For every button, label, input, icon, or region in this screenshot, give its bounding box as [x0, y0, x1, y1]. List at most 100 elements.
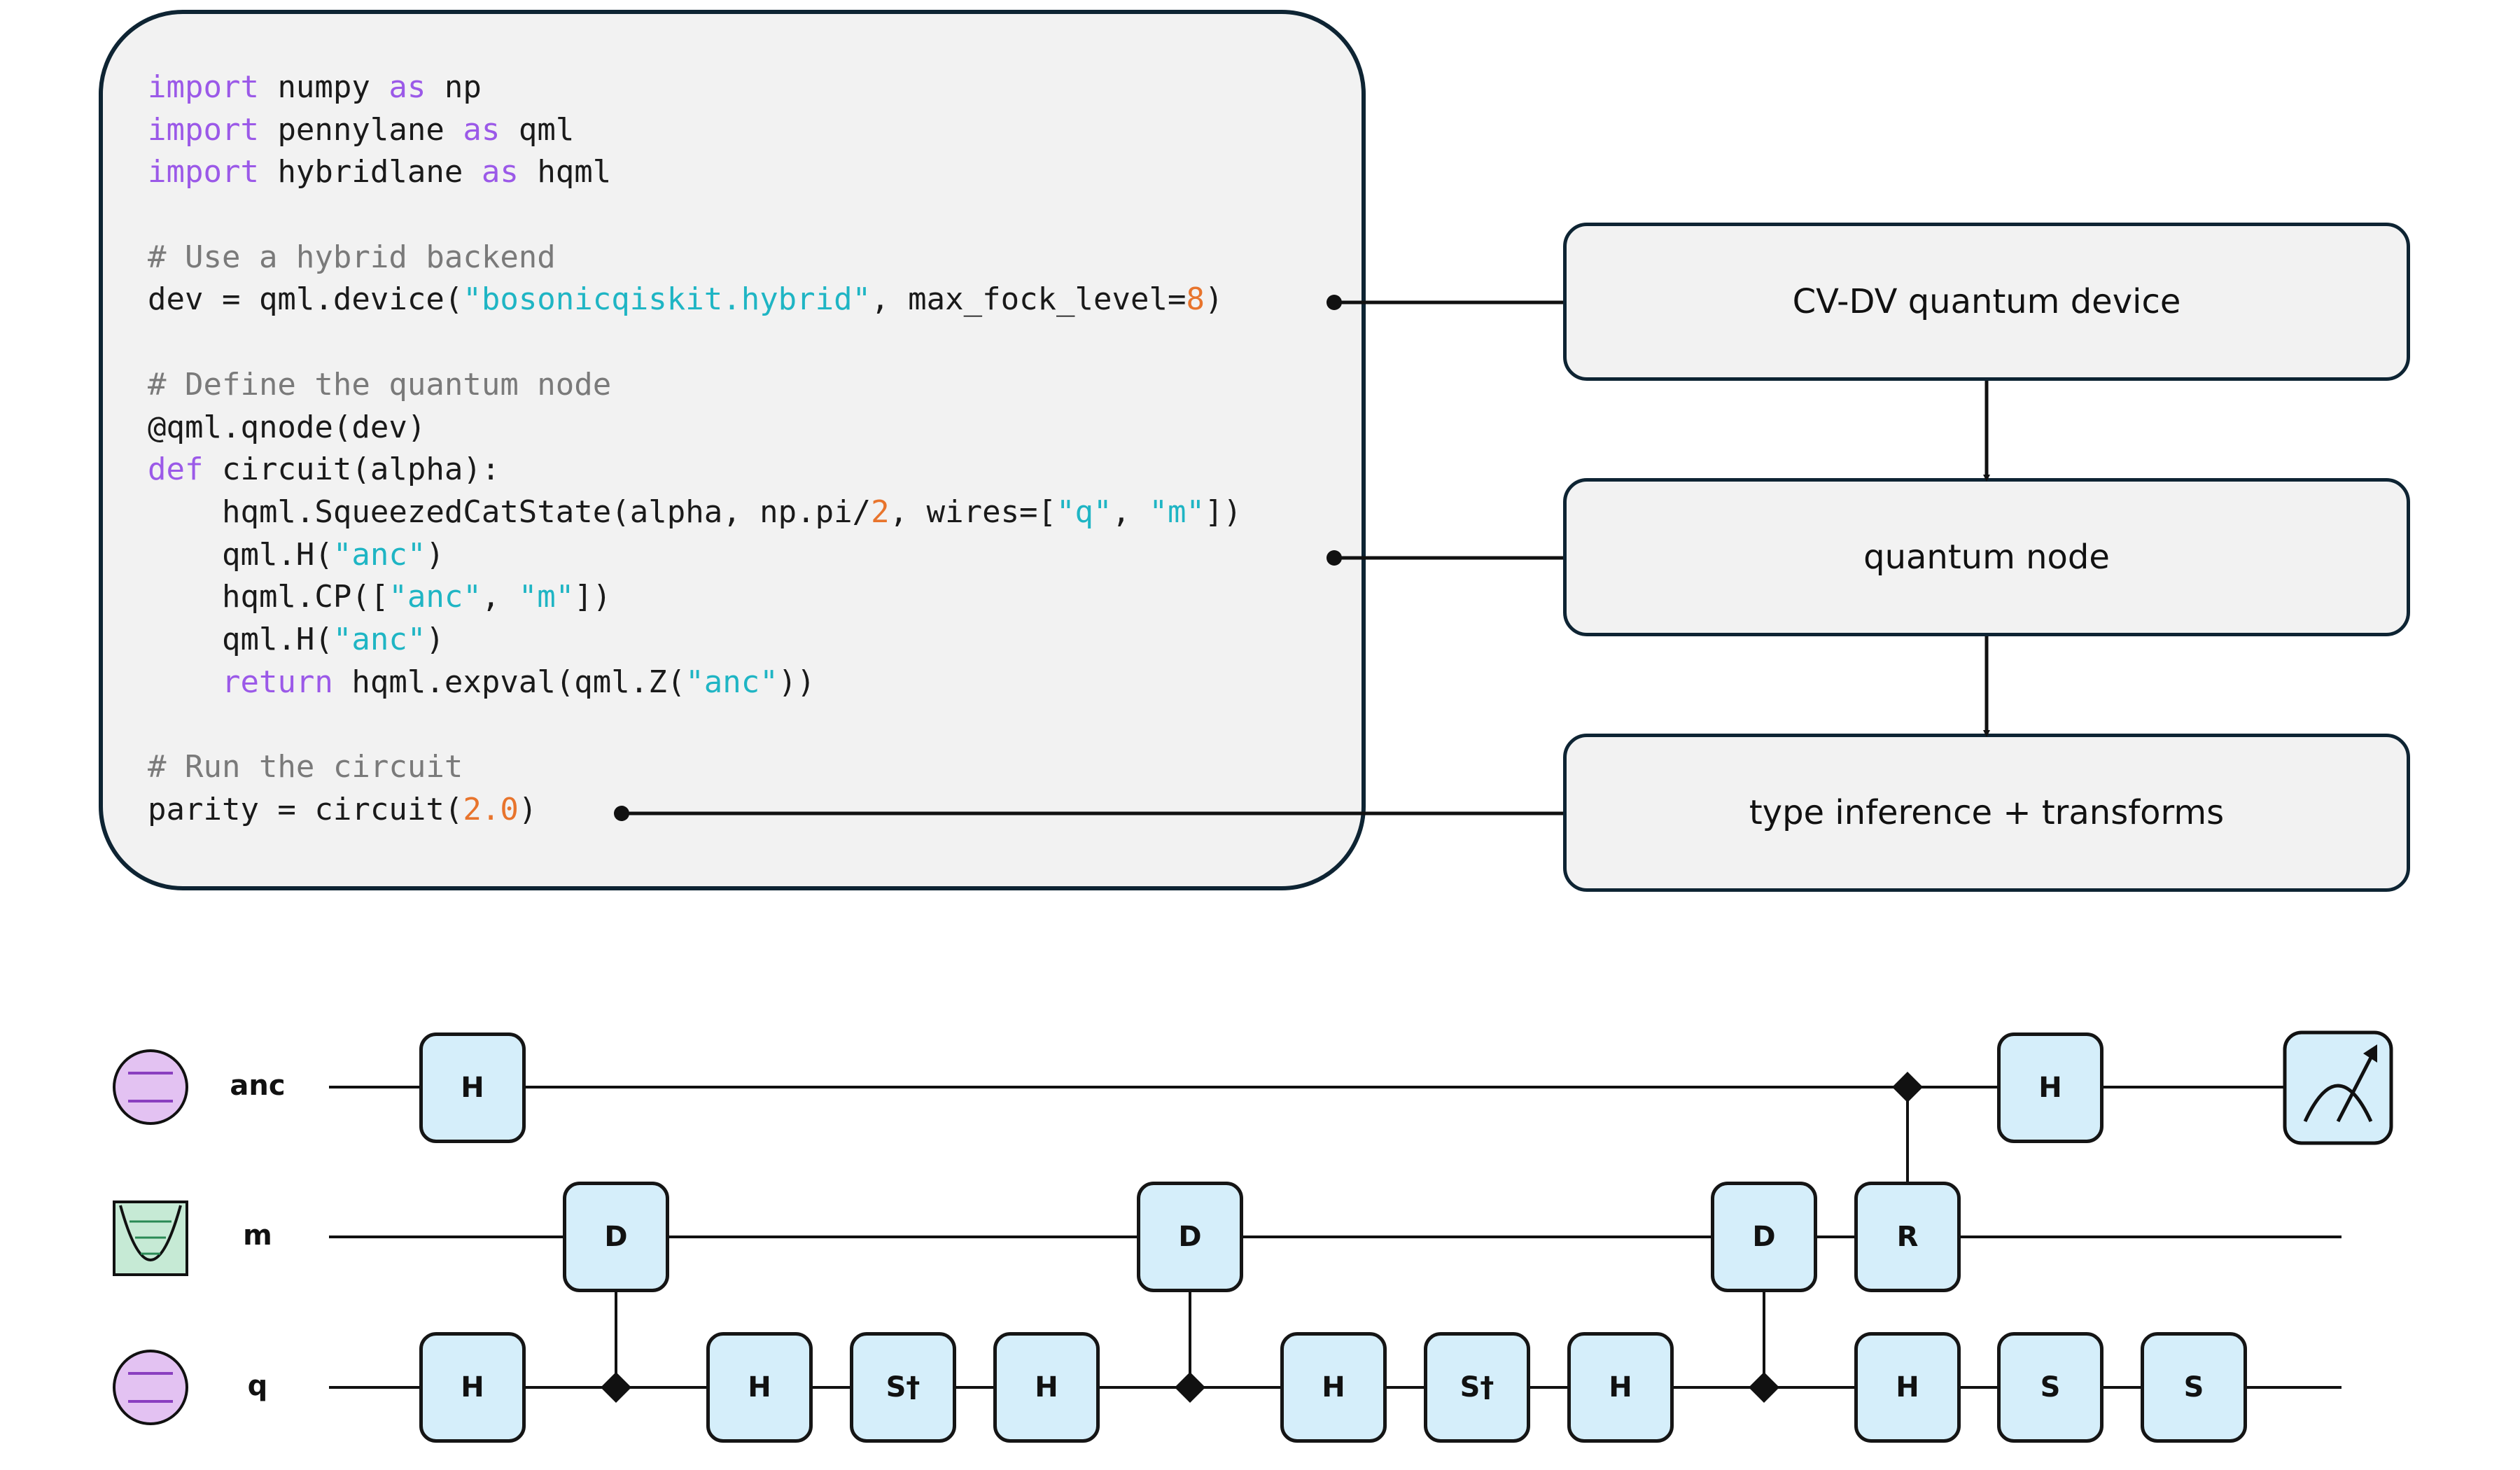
control-link-2 — [1175, 1292, 1205, 1403]
code-token: "m" — [1149, 493, 1205, 530]
code-token: parity = circuit( — [148, 791, 463, 827]
code-token: as — [481, 154, 519, 190]
code-token: @qml.qnode(dev) — [148, 409, 426, 445]
code-token: qml.H( — [148, 536, 333, 573]
code-token: 2.0 — [463, 791, 519, 827]
code-token: , wires=[ — [889, 493, 1057, 530]
wire-label-m: m — [243, 1219, 272, 1252]
code-token: "m" — [518, 579, 575, 615]
gate-q-5: H — [1280, 1332, 1387, 1443]
code-line-13: hqml.CP(["anc", "m"]) — [148, 576, 1242, 619]
code-token: import — [148, 69, 259, 105]
control-link-1 — [601, 1292, 631, 1403]
connector-node — [1326, 550, 1563, 566]
gate-q-9: S — [1997, 1332, 2104, 1443]
code-token: "bosonicqiskit.hybrid" — [463, 281, 872, 318]
code-line-9: @qml.qnode(dev) — [148, 407, 1242, 449]
code-token: ) — [426, 536, 444, 573]
code-token: , — [481, 579, 519, 615]
gate-q-2: H — [706, 1332, 813, 1443]
code-token: as — [463, 111, 500, 148]
code-token: ]) — [574, 579, 612, 615]
measurement-icon — [2283, 1030, 2393, 1145]
code-token: np — [426, 69, 482, 105]
code-token: numpy — [258, 69, 389, 105]
code-line-15: return hqml.expval(qml.Z("anc")) — [148, 662, 1242, 704]
code-token: )) — [778, 664, 816, 700]
code-token: hybridlane — [258, 154, 482, 190]
code-token: , — [1112, 493, 1149, 530]
code-token: hqml.CP([ — [148, 579, 389, 615]
code-token: ) — [1204, 281, 1224, 318]
code-token: 8 — [1186, 281, 1205, 318]
gate-m-d-3: D — [1711, 1182, 1817, 1292]
code-token: hqml.expval(qml.Z( — [332, 664, 686, 700]
control-dot-4 — [1892, 1072, 1923, 1102]
cv-dv-device-box: CV-DV quantum device — [1563, 223, 2410, 381]
code-token: "anc" — [332, 536, 426, 573]
code-line-17: # Run the circuit — [148, 746, 1242, 789]
code-token: ) — [518, 791, 538, 827]
code-token: dev = qml.device( — [148, 281, 463, 318]
code-token: qml.H( — [148, 621, 333, 657]
code-token: hqml — [518, 154, 612, 190]
code-line-3: import hybridlane as hqml — [148, 151, 1242, 194]
code-panel — [99, 10, 1366, 890]
gate-anc-h-2: H — [1997, 1032, 2104, 1143]
code-token: circuit(alpha): — [203, 451, 500, 488]
code-line-1: import numpy as np — [148, 66, 1242, 109]
control-dot-1 — [601, 1372, 631, 1403]
connector-device — [1326, 295, 1563, 310]
code-token: import — [148, 111, 259, 148]
gate-m-r: R — [1854, 1182, 1961, 1292]
code-token: "anc" — [685, 664, 778, 700]
control-dot-3 — [1749, 1372, 1779, 1403]
qubit-q-icon — [113, 1350, 188, 1425]
code-token: 2 — [871, 493, 890, 530]
gate-q-10: S — [2141, 1332, 2247, 1443]
gate-anc-h-1: H — [419, 1032, 526, 1143]
code-token: "anc" — [388, 579, 482, 615]
code-line-18: parity = circuit(2.0) — [148, 789, 1242, 832]
code-token: # Run the circuit — [148, 749, 463, 785]
node-box-label: quantum node — [1863, 538, 2110, 577]
code-line-5: # Use a hybrid backend — [148, 237, 1242, 279]
gate-q-6: S† — [1424, 1332, 1530, 1443]
gate-q-1: H — [419, 1332, 526, 1443]
code-token: def — [148, 451, 204, 488]
transforms-box: type inference + transforms — [1563, 734, 2410, 892]
code-line-6: dev = qml.device("bosonicqiskit.hybrid",… — [148, 279, 1242, 321]
code-token: ]) — [1205, 493, 1242, 530]
code-line-8: # Define the quantum node — [148, 364, 1242, 407]
code-token: "q" — [1056, 493, 1112, 530]
qubit-anc-icon — [113, 1049, 188, 1125]
code-token: , max_fock_level= — [871, 281, 1186, 318]
code-token: hqml.SqueezedCatState(alpha, np.pi/ — [148, 493, 872, 530]
gate-q-4: H — [993, 1332, 1100, 1443]
code-token: qml — [500, 111, 575, 148]
gate-m-d-2: D — [1137, 1182, 1243, 1292]
code-token: pennylane — [258, 111, 463, 148]
code-token: "anc" — [332, 621, 426, 657]
code-token: as — [388, 69, 426, 105]
control-link-3 — [1749, 1292, 1779, 1403]
wire-label-anc: anc — [230, 1070, 286, 1102]
transforms-box-label: type inference + transforms — [1749, 793, 2225, 832]
code-token: # Use a hybrid backend — [148, 239, 556, 275]
code-token: import — [148, 154, 259, 190]
gate-q-7: H — [1567, 1332, 1674, 1443]
code-line-14: qml.H("anc") — [148, 619, 1242, 662]
code-token: ) — [426, 621, 444, 657]
control-link-4 — [1892, 1072, 1923, 1182]
code-line-10: def circuit(alpha): — [148, 449, 1242, 491]
control-dot-2 — [1175, 1372, 1205, 1403]
quantum-node-box: quantum node — [1563, 478, 2410, 636]
qumode-m-icon — [113, 1200, 188, 1276]
code-line-2: import pennylane as qml — [148, 109, 1242, 152]
gate-q-8: H — [1854, 1332, 1961, 1443]
connector-transforms — [614, 806, 1563, 821]
wire-label-q: q — [247, 1370, 268, 1402]
code-line-11: hqml.SqueezedCatState(alpha, np.pi/2, wi… — [148, 491, 1242, 534]
